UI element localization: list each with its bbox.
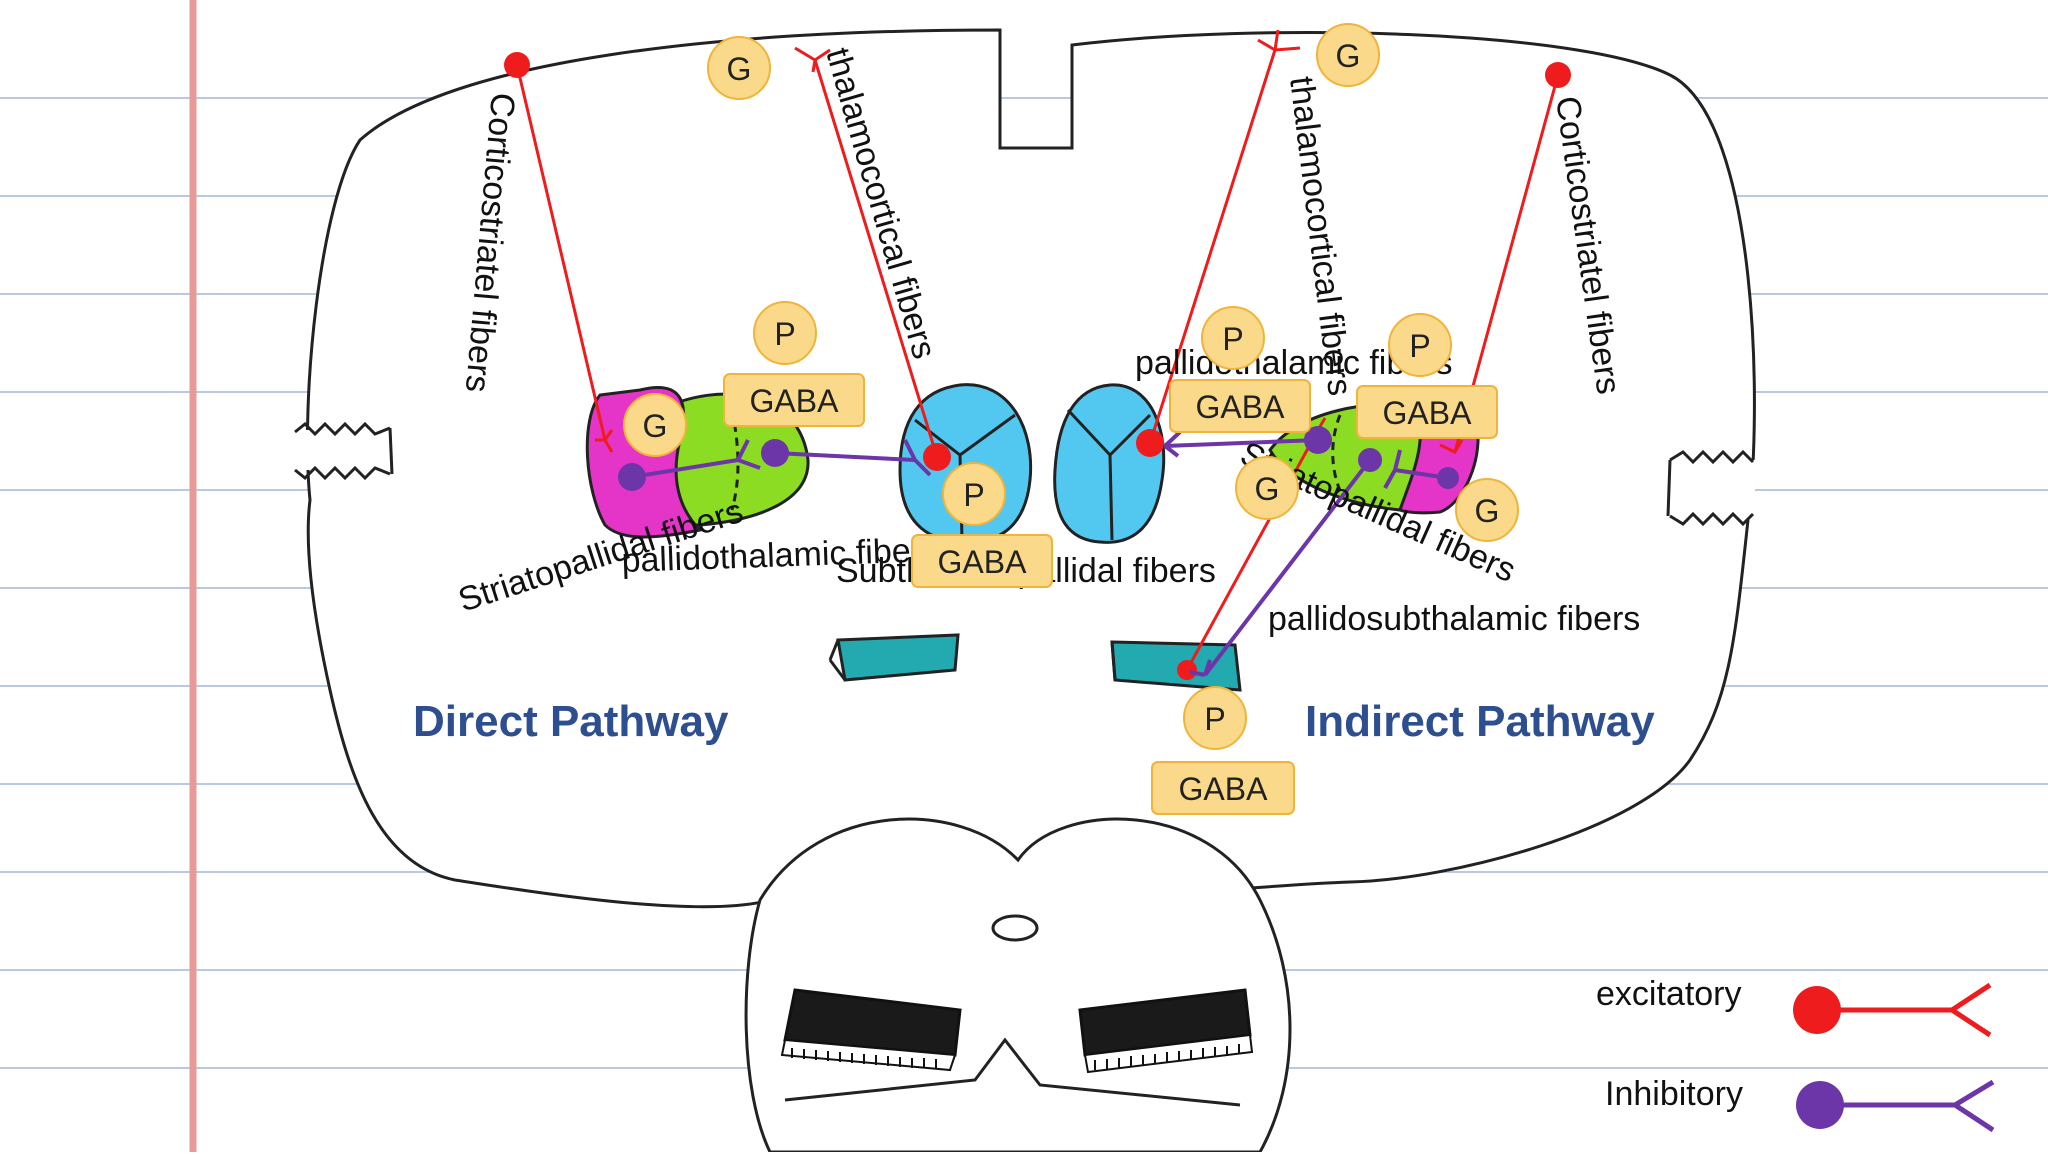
svg-text:GABA: GABA	[1196, 389, 1286, 425]
thalamic-neuron-right	[1136, 429, 1164, 457]
badge-gaba-striatum-left: GABA	[723, 373, 865, 427]
subthalamopallidal-line	[1185, 429, 1320, 671]
pallidosubthalamic-terminal	[1189, 659, 1212, 677]
thalamocortical-left-terminal	[794, 46, 831, 73]
svg-text:P: P	[1204, 701, 1225, 737]
svg-text:GABA: GABA	[1179, 771, 1269, 807]
brainstem-outline	[744, 817, 1292, 1154]
thalamic-neuron-left	[923, 443, 951, 471]
badge-p-pallidum-left: P	[942, 462, 1006, 526]
indirect-pathway-title: Indirect Pathway	[1305, 697, 1655, 746]
corticostriatal-right-terminal	[1439, 439, 1464, 454]
cortex-neuron-left	[504, 52, 530, 78]
left-fissure	[294, 421, 394, 481]
badge-p-indirect: P	[1183, 686, 1247, 750]
pallidothalamic-right-terminal	[1163, 430, 1182, 458]
svg-text:G: G	[1336, 38, 1361, 74]
inhibitory-somata	[618, 426, 1459, 491]
svg-text:G: G	[643, 408, 668, 444]
badge-g-cortex-right: G	[1316, 23, 1380, 87]
pallidal-neuron-right	[1304, 426, 1332, 454]
legend-inhibitory-symbol	[1796, 1079, 1995, 1133]
svg-text:P: P	[1409, 328, 1430, 364]
badge-p-striatum-left: P	[753, 301, 817, 365]
legend: excitatory Inhibitory	[1596, 975, 1995, 1133]
right-fissure	[1660, 449, 1755, 527]
pallidal-neuron-right-gpe	[1358, 448, 1382, 472]
badge-g-cortex-left: G	[707, 36, 771, 100]
svg-text:G: G	[727, 51, 752, 87]
striatopallidal-right-terminal	[1383, 449, 1402, 489]
striatopallidal-left-terminal	[736, 439, 761, 470]
pallidal-neuron-left	[761, 439, 789, 467]
badge-g-subthalamic: G	[1235, 456, 1299, 520]
svg-text:GABA: GABA	[938, 544, 1028, 580]
striatal-neuron-right	[1437, 467, 1459, 489]
badge-gaba-indirect: GABA	[1151, 761, 1295, 815]
svg-text:GABA: GABA	[1383, 395, 1473, 431]
substantia-nigra-right	[1078, 988, 1254, 1074]
thalamocortical-left-line	[813, 59, 939, 458]
badge-gaba-striatum-right: GABA	[1356, 385, 1498, 439]
striatopallidal-left-line	[631, 458, 739, 479]
svg-text:G: G	[1255, 471, 1280, 507]
badge-g-striatum-left: G	[623, 393, 687, 457]
badge-p-pallidum-right: P	[1201, 306, 1265, 370]
badges: G G G P GABA P GABA P	[623, 23, 1519, 815]
svg-text:P: P	[774, 316, 795, 352]
corticostriatal-left-terminal	[595, 429, 614, 453]
svg-text:P: P	[1222, 321, 1243, 357]
badge-g-striatum-right: G	[1455, 478, 1519, 542]
pallidothalamic-left-terminal	[903, 439, 932, 477]
svg-text:G: G	[1475, 493, 1500, 529]
legend-excitatory-symbol	[1793, 982, 1992, 1038]
cerebral-aqueduct	[991, 914, 1039, 942]
pallidothalamic-right-line	[1164, 438, 1319, 448]
pallidothalamic-left-line	[774, 451, 916, 462]
right-thalamus	[1053, 383, 1166, 544]
badge-gaba-pallidum-right: GABA	[1169, 379, 1311, 433]
badge-p-striatum-right: P	[1388, 313, 1452, 377]
svg-text:GABA: GABA	[750, 383, 840, 419]
excitatory-somata	[504, 52, 1571, 680]
label-pallidosubthalamic: pallidosubthalamic fibers	[1268, 600, 1640, 638]
direct-pathway-title: Direct Pathway	[413, 697, 729, 746]
cortex-neuron-right	[1545, 62, 1571, 88]
left-subthalamic-nucleus	[828, 633, 960, 682]
badge-gaba-pallidum-left: GABA	[911, 534, 1053, 588]
thalamocortical-right-line	[1148, 49, 1277, 444]
brainstem-notch	[784, 1037, 1241, 1107]
striatal-neuron-left	[618, 463, 646, 491]
svg-text:P: P	[963, 477, 984, 513]
right-subthalamic-nucleus	[1110, 640, 1242, 692]
pallidosubthalamic-line	[1203, 458, 1372, 677]
legend-excitatory-label: excitatory	[1596, 975, 1742, 1013]
subthalamic-neuron	[1177, 660, 1197, 680]
thalamocortical-right-terminal	[1257, 29, 1301, 52]
substantia-nigra-left	[780, 988, 962, 1072]
inhibitory-fibers	[631, 430, 1449, 677]
legend-inhibitory-label: Inhibitory	[1605, 1075, 1743, 1113]
corticostriatal-left-line	[515, 64, 607, 441]
